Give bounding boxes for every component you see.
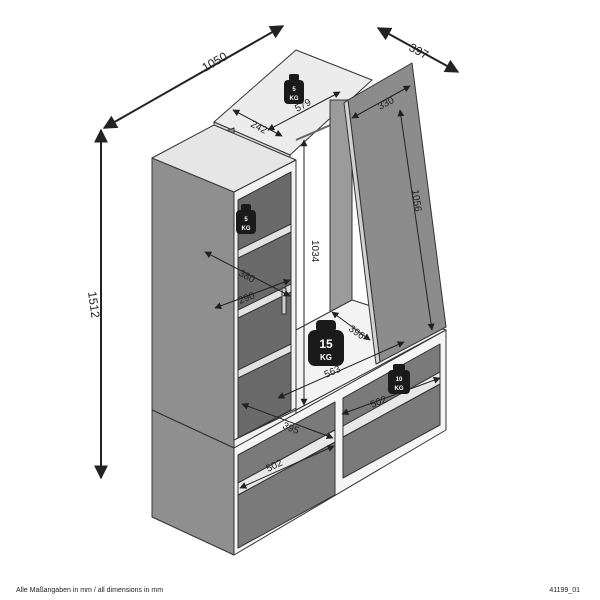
load-weight-center: 15 KG xyxy=(308,320,344,366)
dim-line-bench-left xyxy=(239,445,335,489)
label-mirror-height: 1056 xyxy=(409,189,423,213)
dim-line-bench-right xyxy=(341,376,441,416)
dimensions-note: Alle Maßangaben in mm / all dimensions i… xyxy=(16,587,164,594)
weight-top-unit: KG xyxy=(290,96,299,102)
weight-icon-bench xyxy=(388,370,410,394)
article-number: 41199_01 xyxy=(549,587,580,594)
weight-bench-unit: KG xyxy=(395,386,404,392)
weight-icon-cabinet xyxy=(236,210,256,234)
label-total-height: 1512 xyxy=(85,290,103,319)
weight-cabinet-unit: KG xyxy=(242,226,251,232)
dim-line-total-width xyxy=(102,25,285,129)
dimension-lines xyxy=(94,25,460,480)
weight-icon-top xyxy=(284,80,304,104)
dim-line-cabinet-shelf xyxy=(214,278,291,310)
dim-line-inner-width-top xyxy=(267,91,341,131)
weight-bench-value: 10 xyxy=(396,377,403,383)
load-weight-top: 5 KG xyxy=(284,74,304,104)
dim-line-open-width xyxy=(277,341,405,399)
weight-icon-center xyxy=(308,330,344,366)
weight-top-value: 5 xyxy=(292,87,296,93)
label-total-width: 1050 xyxy=(200,49,230,75)
dim-line-mirror-width xyxy=(351,85,411,119)
weight-center-value: 15 xyxy=(319,337,333,351)
load-weight-bench: 10 KG xyxy=(388,364,410,394)
label-total-depth: 397 xyxy=(407,40,432,62)
dim-line-open-depth xyxy=(331,311,371,341)
dim-line-total-depth xyxy=(376,27,460,73)
weight-cabinet-value: 5 xyxy=(244,217,248,223)
dim-line-bench-depth xyxy=(241,402,334,440)
label-inner-height: 1034 xyxy=(309,240,320,263)
dim-line-mirror-height xyxy=(397,109,435,331)
weight-center-unit: KG xyxy=(320,353,332,362)
inner-dimension-lines xyxy=(204,85,441,489)
dim-line-shelf-depth-top xyxy=(232,109,283,137)
load-weight-cabinet: 5 KG xyxy=(236,204,256,234)
